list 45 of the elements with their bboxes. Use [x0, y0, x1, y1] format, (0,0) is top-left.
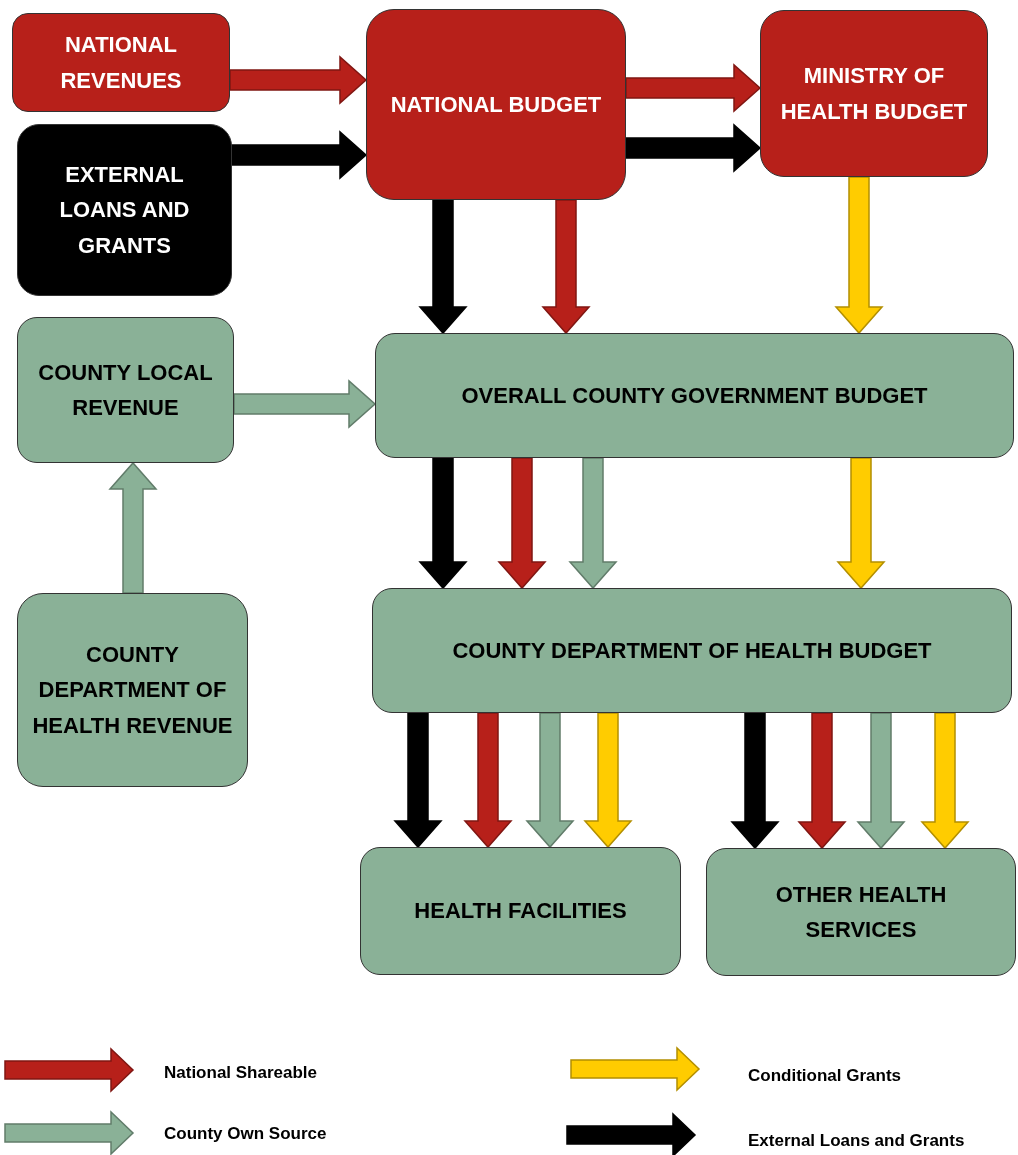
- rounded-box: [366, 9, 626, 200]
- block-arrow: [463, 712, 513, 849]
- block-arrow: [730, 712, 780, 850]
- rounded-box: [17, 317, 234, 463]
- legend-label: External Loans and Grants: [748, 1130, 965, 1152]
- box-label: HEALTH FACILITIES: [414, 897, 627, 926]
- box-label: NATIONAL BUDGET: [390, 90, 602, 119]
- block-arrow: [231, 130, 368, 180]
- rounded-box: [372, 588, 1012, 713]
- box-label: MINISTRY OF HEALTH BUDGET: [779, 62, 969, 126]
- rounded-box: [375, 333, 1014, 458]
- block-arrow: [797, 712, 847, 850]
- legend-label: National Shareable: [164, 1062, 318, 1084]
- block-arrow: [836, 457, 886, 590]
- block-arrow: [525, 712, 575, 849]
- rounded-box: [17, 593, 248, 787]
- box-label: COUNTY DEPARTMENT OF HEALTH REVENUE: [31, 641, 234, 740]
- box-label: NATIONAL REVENUES: [59, 31, 183, 95]
- box-label: OVERALL COUNTY GOVERNMENT BUDGET: [461, 381, 928, 410]
- block-arrow: [229, 55, 368, 105]
- block-arrow: [108, 461, 158, 594]
- block-arrow: [418, 457, 468, 590]
- block-arrow: [497, 457, 547, 590]
- rounded-box: [706, 848, 1016, 976]
- box-label: EXTERNAL LOANS AND GRANTS: [58, 161, 191, 260]
- block-arrow: [418, 199, 468, 335]
- rounded-box: [12, 13, 230, 112]
- block-arrow: [541, 199, 591, 335]
- block-arrow: [233, 379, 377, 429]
- box-label: COUNTY DEPARTMENT OF HEALTH BUDGET: [452, 636, 932, 665]
- block-arrow: [583, 712, 633, 849]
- block-arrow: [625, 63, 762, 113]
- legend-label: Conditional Grants: [748, 1065, 901, 1087]
- rounded-box: [17, 124, 232, 296]
- rounded-box: [360, 847, 681, 975]
- box-label: OTHER HEALTH SERVICES: [774, 880, 948, 944]
- block-arrow: [393, 712, 443, 849]
- block-arrow: [625, 123, 762, 173]
- legend-label: County Own Source: [164, 1123, 327, 1145]
- block-arrow: [568, 457, 618, 590]
- block-arrow: [920, 712, 970, 850]
- block-arrow: [856, 712, 906, 850]
- block-arrow: [834, 176, 884, 335]
- box-label: COUNTY LOCAL REVENUE: [37, 358, 214, 422]
- rounded-box: [760, 10, 988, 177]
